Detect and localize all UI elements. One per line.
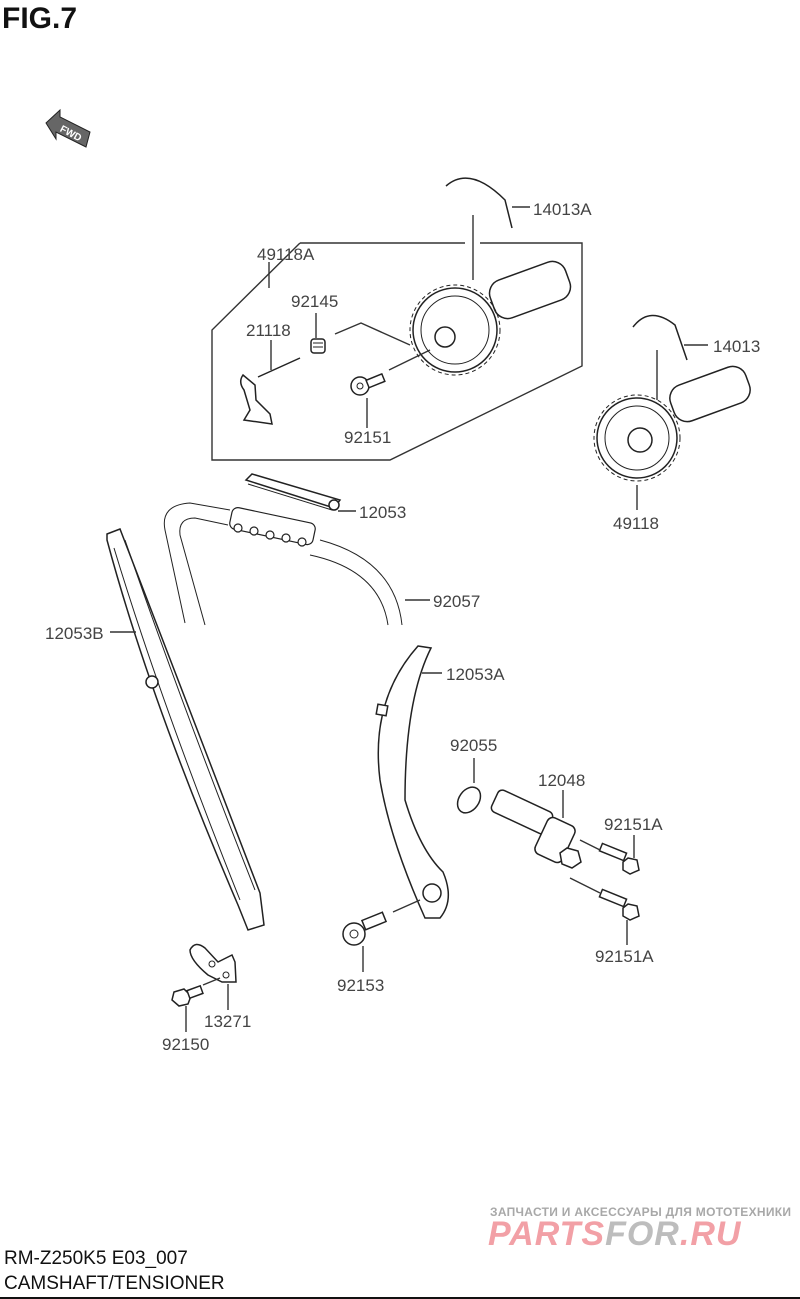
watermark-brand: PARTSFOR.RU xyxy=(488,1215,741,1254)
label-92153[interactable]: 92153 xyxy=(337,976,384,995)
label-92150[interactable]: 92150 xyxy=(162,1035,209,1054)
label-92151A-2[interactable]: 92151A xyxy=(595,947,654,966)
section-title: CAMSHAFT/TENSIONER xyxy=(4,1273,225,1294)
part-12053-guide xyxy=(244,473,342,511)
label-12053[interactable]: 12053 xyxy=(359,503,406,522)
watermark-brand-part3: .RU xyxy=(679,1215,742,1253)
part-21118-lever xyxy=(240,357,301,425)
watermark-brand-part2: FOR xyxy=(605,1215,680,1253)
label-92151[interactable]: 92151 xyxy=(344,428,391,447)
label-12048[interactable]: 12048 xyxy=(538,771,585,790)
part-49118A-camshaft xyxy=(409,260,572,376)
part-49118-camshaft xyxy=(593,365,751,482)
watermark-tagline: ЗАПЧАСТИ И АКСЕССУАРЫ ДЛЯ МОТОТЕХНИКИ xyxy=(490,1205,792,1219)
part-92145-spring xyxy=(310,338,326,354)
part-92055-oring xyxy=(456,786,482,814)
assembly-bracket-49118A xyxy=(211,242,583,461)
bottom-divider xyxy=(0,1297,800,1299)
part-92153-pivot-bolt xyxy=(342,911,388,946)
label-14013[interactable]: 14013 xyxy=(713,337,760,356)
label-92057[interactable]: 92057 xyxy=(433,592,480,611)
part-12048-tensioner xyxy=(490,789,582,869)
label-92151A-1[interactable]: 92151A xyxy=(604,815,663,834)
part-92151-bolt xyxy=(350,372,386,396)
label-92145[interactable]: 92145 xyxy=(291,292,338,311)
part-12053B-rear-guide xyxy=(106,528,265,931)
label-12053B[interactable]: 12053B xyxy=(45,624,104,643)
label-13271[interactable]: 13271 xyxy=(204,1012,251,1031)
label-12053A[interactable]: 12053A xyxy=(446,665,505,684)
label-49118[interactable]: 49118 xyxy=(613,514,659,533)
watermark-brand-part1: PARTS xyxy=(488,1215,606,1253)
label-49118A[interactable]: 49118A xyxy=(257,245,315,264)
part-92057-chain xyxy=(163,502,403,626)
part-92151A-bolt-1 xyxy=(598,842,640,875)
fwd-arrow-icon: FWD xyxy=(45,108,91,148)
part-14013A-clip xyxy=(445,177,513,229)
part-14013-clip xyxy=(632,314,688,361)
part-12053A-tensioner-guide xyxy=(375,645,449,919)
model-code: RM-Z250K5 E03_007 xyxy=(4,1248,188,1269)
part-92151A-bolt-2 xyxy=(598,888,640,921)
label-14013A[interactable]: 14013A xyxy=(533,200,592,219)
part-92150-bolt xyxy=(171,984,204,1007)
part-13271-plate xyxy=(189,943,237,983)
label-21118[interactable]: 21118 xyxy=(246,321,291,340)
figure-title: FIG.7 xyxy=(2,2,78,35)
label-92055[interactable]: 92055 xyxy=(450,736,497,755)
